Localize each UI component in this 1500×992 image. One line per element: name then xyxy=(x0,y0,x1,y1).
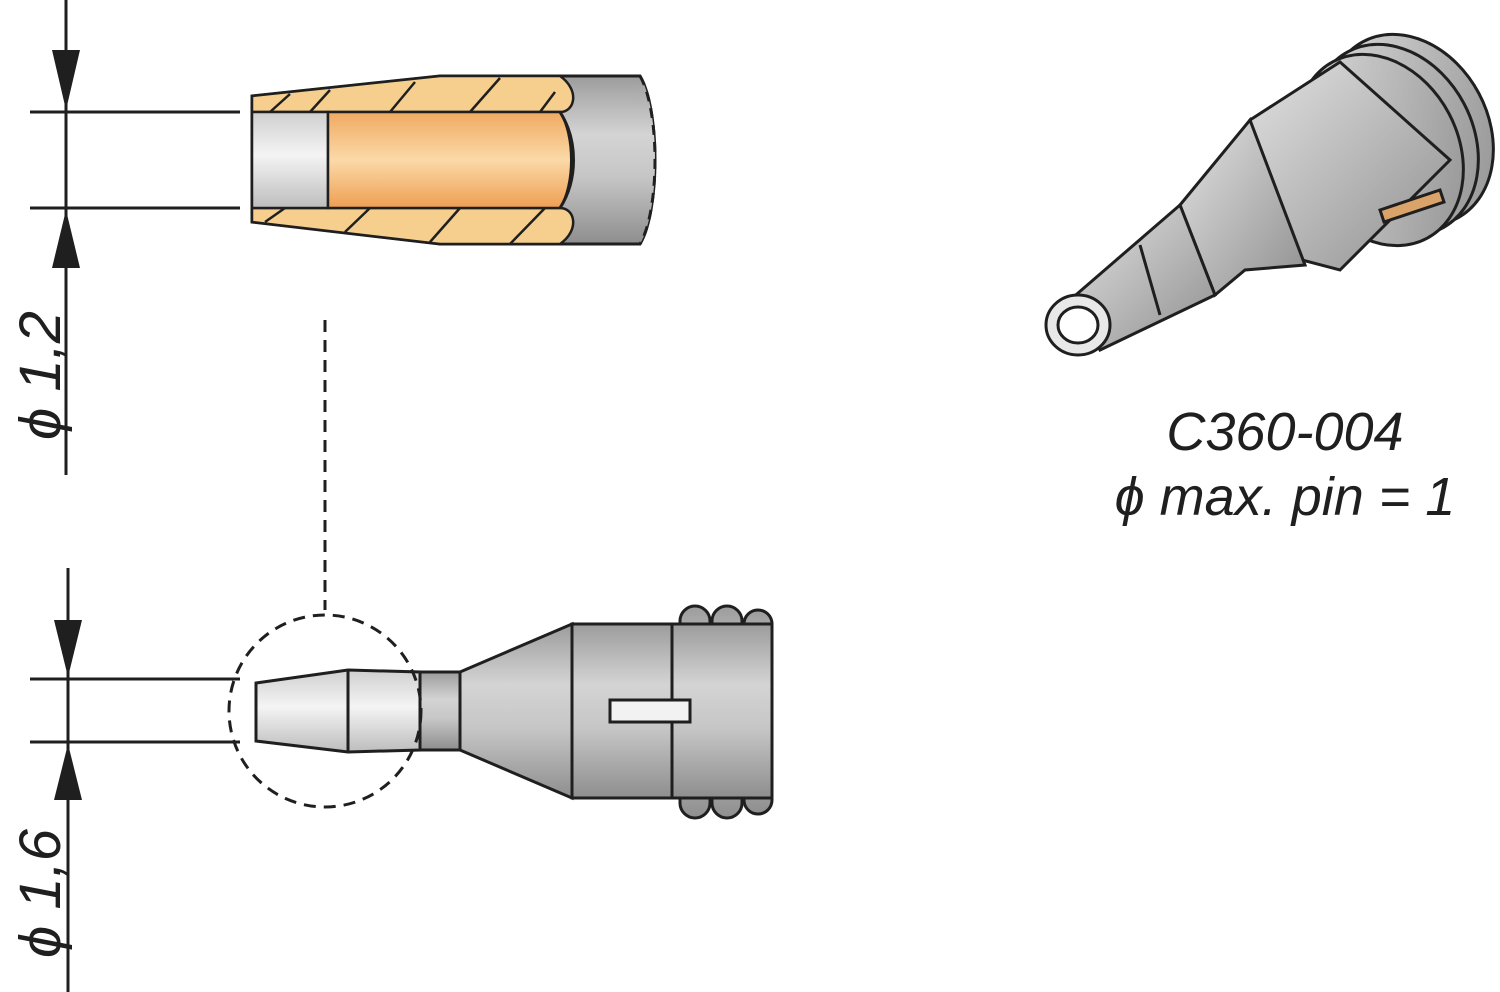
top-dimension-arrow-up xyxy=(52,210,80,268)
bottom-dimension-arrow-down xyxy=(54,620,82,677)
pin-size-label: ϕ max. pin = 1 xyxy=(1115,467,1456,527)
tip-section-view xyxy=(250,74,657,246)
top-diameter-label: ϕ 1,2 xyxy=(8,311,73,440)
part-number: C360-004 xyxy=(1166,402,1403,462)
nozzle-isometric-view xyxy=(1044,32,1495,357)
nozzle-side-view xyxy=(254,604,774,820)
top-dimension-arrow-down xyxy=(52,50,80,110)
bottom-dimension-arrow-up xyxy=(54,744,82,800)
detail-circle xyxy=(227,613,423,809)
bottom-diameter-label: ϕ 1,6 xyxy=(8,828,73,958)
